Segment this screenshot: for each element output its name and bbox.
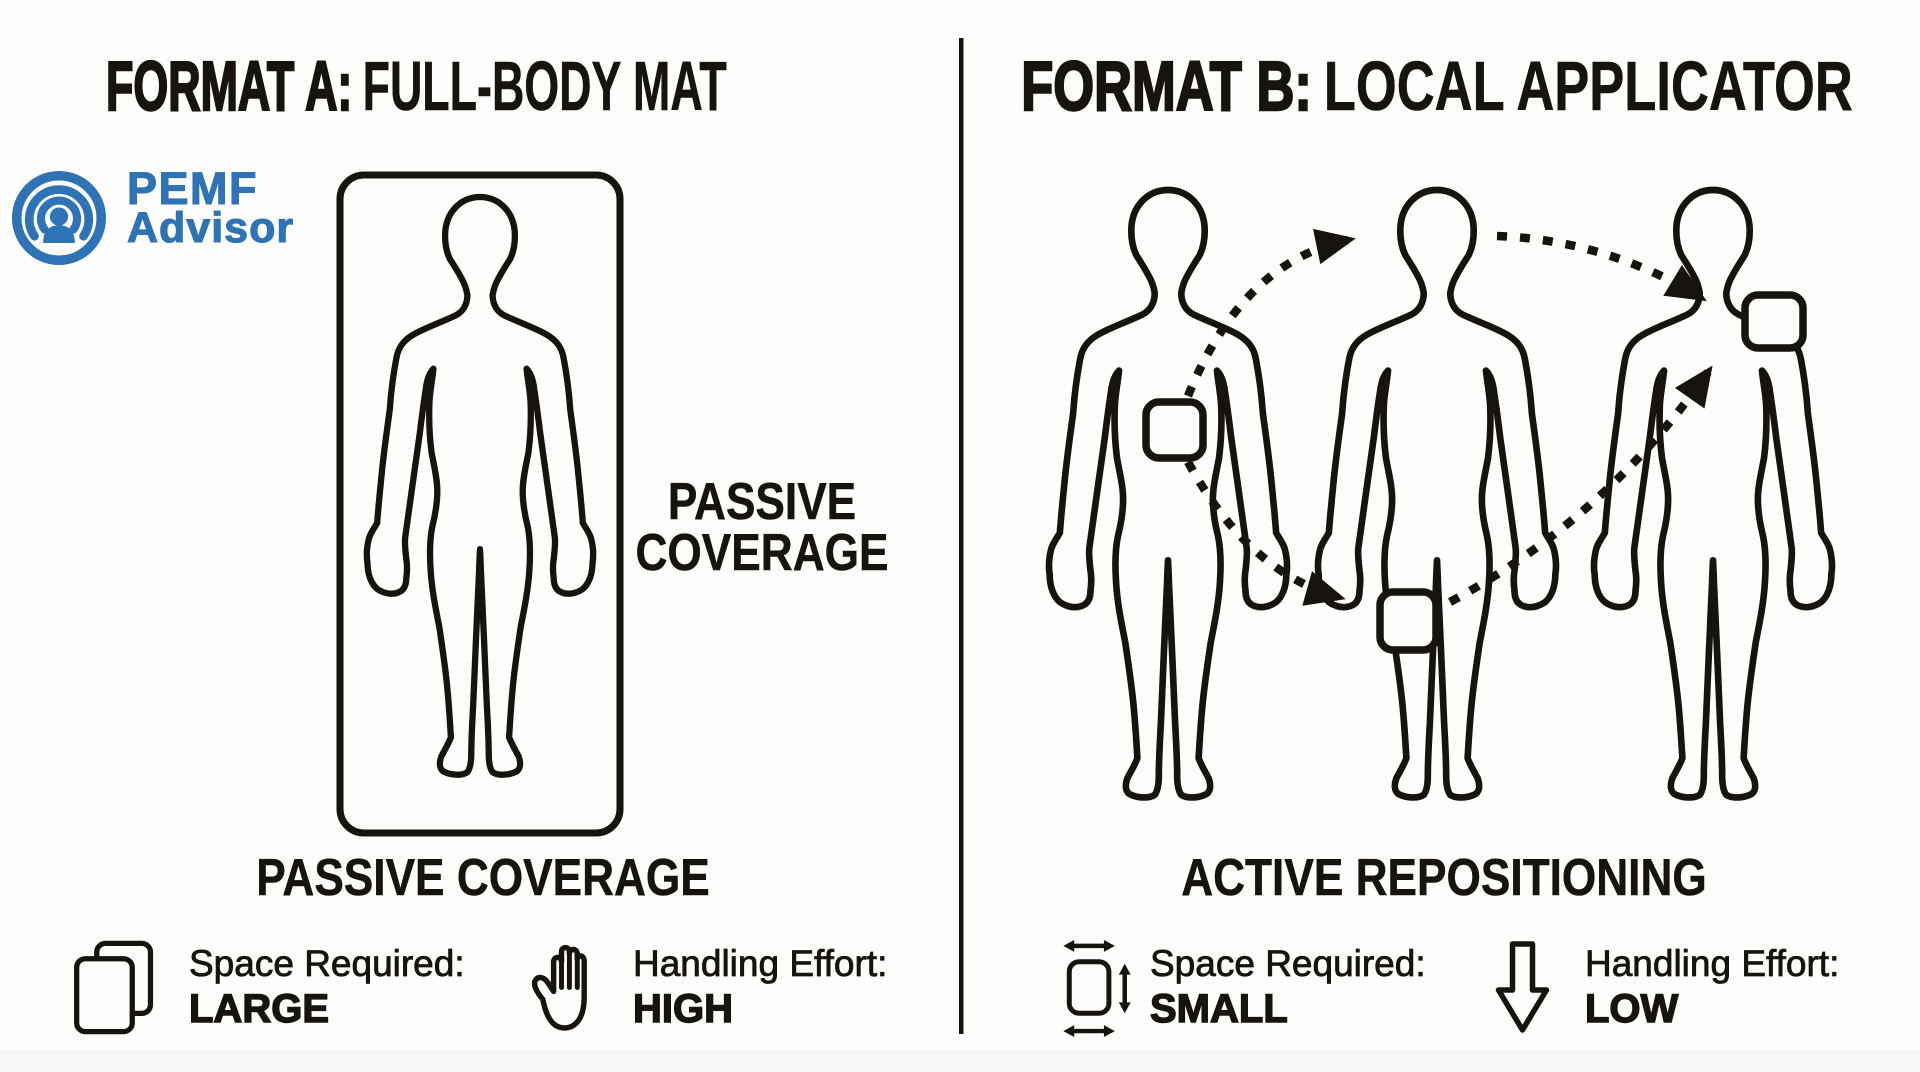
panel-divider [959,38,964,1034]
stat-space-required-b: Space Required: SMALL [1149,943,1426,1032]
panel-b-title-strong: FORMAT B: [1020,47,1312,125]
stat-label: Handling Effort: [633,943,888,984]
arrow-abdomen-to-knee [1184,459,1346,606]
arrow-upper-to-shoulder [1496,231,1707,302]
side-label-line1: PASSIVE [667,473,857,531]
stacked-mats-icon [74,940,154,1035]
panel-a-caption: PASSIVE COVERAGE [256,849,710,907]
panel-a-title-strong: FORMAT A: [105,47,353,125]
panel-b-caption: ACTIVE REPOSITIONING [1181,849,1707,907]
person-outline-1 [1049,190,1287,797]
down-arrow-icon [1495,941,1550,1033]
person-outline-3 [1594,190,1832,797]
raised-hand-icon [531,944,587,1031]
bottom-edge-tint [0,1050,1920,1072]
stat-value: HIGH [632,986,733,1031]
person-outline-2 [1318,190,1556,797]
applicator-pads [1142,291,1807,654]
stat-value: SMALL [1149,986,1288,1031]
stat-label: Space Required: [1150,943,1426,984]
stat-space-required-a: Space Required: LARGE [188,943,465,1032]
resize-square-icon [1063,939,1131,1038]
panel-b-title-rest: LOCAL APPLICATOR [1323,47,1853,125]
mat-outline [336,171,624,837]
logo-wordmark-line1: PEMF [126,163,259,214]
repositioning-arrows [1184,228,1713,606]
arrow-abdomen-to-upper [1184,228,1356,398]
stat-label: Space Required: [189,943,465,984]
applicator-knee [1376,588,1440,654]
stat-handling-effort-b: Handling Effort: LOW [1584,943,1840,1032]
stat-value: LOW [1584,986,1679,1031]
logo-wordmark-line2: Advisor [126,204,295,252]
arrow-knee-to-shoulder [1447,365,1713,606]
full-body-mat-figure [336,171,624,837]
stat-handling-effort-a: Handling Effort: HIGH [632,943,888,1032]
passive-coverage-side-label: PASSIVE COVERAGE [550,473,975,582]
side-label-line2: COVERAGE [635,524,889,582]
panel-b-title: FORMAT B:LOCAL APPLICATOR [987,47,1887,125]
stat-label: Handling Effort: [1585,943,1840,984]
repositioning-figures [1049,190,1832,797]
panel-a-title: FORMAT A:FULL-BODY MAT [105,47,727,125]
applicator-shoulder [1741,291,1807,352]
applicator-abdomen [1142,398,1207,462]
pemf-advisor-logo-icon [11,170,107,266]
stat-value: LARGE [188,986,329,1031]
panel-a-title-rest: FULL-BODY MAT [362,47,727,125]
